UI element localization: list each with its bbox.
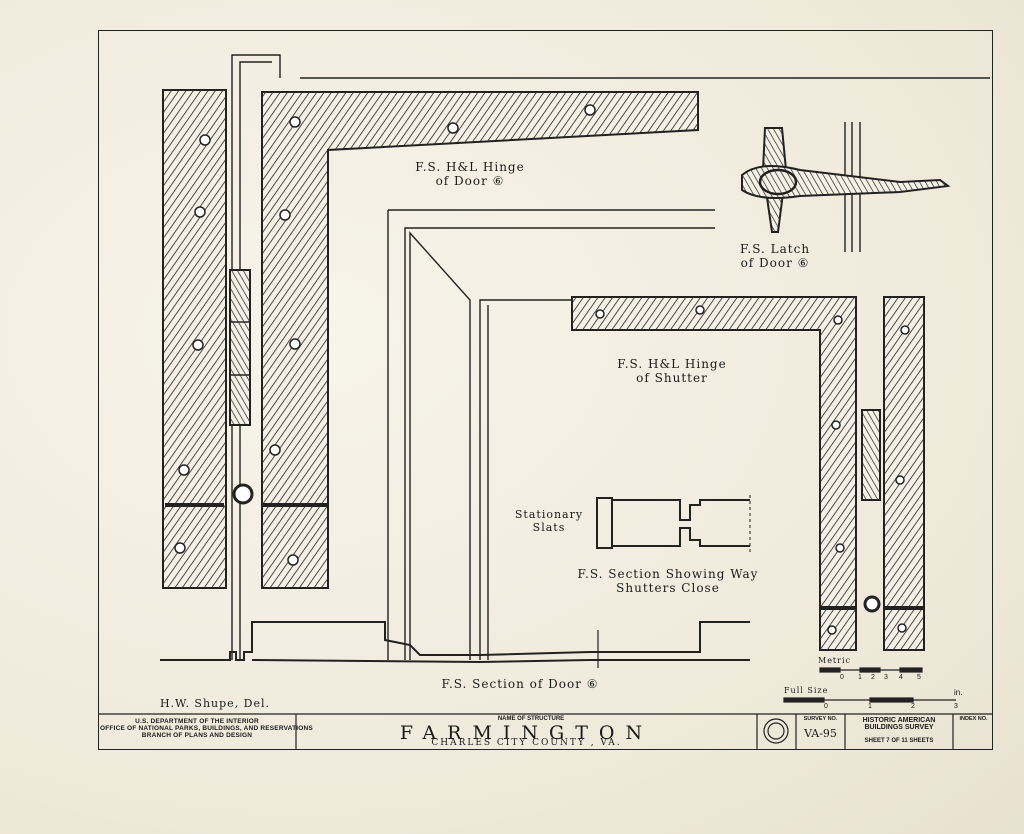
scale-full-unit: in. <box>954 688 963 697</box>
door-hinge-strap-left <box>162 89 227 589</box>
door-hinge-l-strap <box>261 91 699 589</box>
shutter-hinge-l-strap <box>571 296 857 651</box>
label-hinge-shutter: F.S. H&L Hinge of Shutter <box>612 357 732 385</box>
label-section-shutters: F.S. Section Showing Way Shutters Close <box>568 567 768 595</box>
shutter-hinge-strap-right <box>861 296 925 651</box>
label-section-shutters-line2: Shutters Close <box>616 581 720 595</box>
name-of-structure-label: NAME OF STRUCTURE <box>497 716 565 722</box>
title-block-lines <box>98 713 993 750</box>
scale-metric-label: Metric <box>818 656 852 665</box>
agency-line1: U.S. DEPARTMENT OF THE INTERIOR <box>135 718 259 725</box>
habs-line2: BUILDINGS SURVEY <box>864 724 934 731</box>
label-hinge-shutter-line2: of Shutter <box>636 371 708 385</box>
scale-full-tick-2: 2 <box>911 703 915 710</box>
label-section-shutters-line1: F.S. Section Showing Way <box>577 567 759 581</box>
scale-metric-tick-5: 5 <box>917 674 921 681</box>
door-section <box>160 621 750 668</box>
door-hinge-knuckle <box>229 269 254 505</box>
label-slats: Stationary Slats <box>508 508 590 534</box>
agency-line3: BRANCH OF PLANS AND DESIGN <box>141 732 253 739</box>
scale-full-label: Full Size <box>784 686 829 695</box>
scale-metric-tick-2: 2 <box>871 674 875 681</box>
survey-no: VA-95 <box>804 727 837 740</box>
label-section-door: F.S. Section of Door ⑥ <box>441 677 599 691</box>
label-hinge-door-line2: of Door ⑥ <box>435 174 505 188</box>
agency-line2: OFFICE OF NATIONAL PARKS, BUILDINGS, AND… <box>100 725 313 732</box>
sheet-number: SHEET 7 OF 11 SHEETS <box>864 738 934 744</box>
title-block-agency: U.S. DEPARTMENT OF THE INTERIOR OFFICE O… <box>100 718 313 739</box>
sheet-border <box>98 30 993 750</box>
scale-metric-tick-4: 4 <box>899 674 903 681</box>
scale-metric-tick-0: 0 <box>840 674 844 681</box>
index-no-label: INDEX NO. <box>959 716 988 722</box>
scale-metric-tick-1: 1 <box>858 674 862 681</box>
scale-bars <box>783 667 956 703</box>
label-hinge-shutter-line1: F.S. H&L Hinge <box>617 357 727 371</box>
label-slats-line1: Stationary <box>514 508 584 521</box>
label-latch-line1: F.S. Latch <box>739 242 811 256</box>
scale-full-tick-0: 0 <box>824 703 828 710</box>
structure-location: CHARLES CITY COUNTY , VA. <box>431 738 622 748</box>
label-latch-line2: of Door ⑥ <box>740 256 810 270</box>
habs-label: HISTORIC AMERICAN BUILDINGS SURVEY <box>846 717 952 731</box>
door-latch <box>741 122 951 252</box>
delineator: H.W. Shupe, Del. <box>159 697 271 710</box>
scale-full-tick-3: 3 <box>954 703 958 710</box>
label-hinge-door-line1: F.S. H&L Hinge <box>415 160 525 174</box>
survey-no-label: SURVEY NO. <box>803 716 838 722</box>
label-latch: F.S. Latch of Door ⑥ <box>725 242 825 270</box>
scale-full-tick-1: 1 <box>868 703 872 710</box>
label-slats-line2: Slats <box>532 521 566 534</box>
structure-name: FARMINGTON <box>399 722 654 744</box>
shutter-section <box>596 495 751 552</box>
label-hinge-door: F.S. H&L Hinge of Door ⑥ <box>415 160 525 188</box>
scale-metric-tick-3: 3 <box>884 674 888 681</box>
habs-line1: HISTORIC AMERICAN <box>862 717 936 724</box>
